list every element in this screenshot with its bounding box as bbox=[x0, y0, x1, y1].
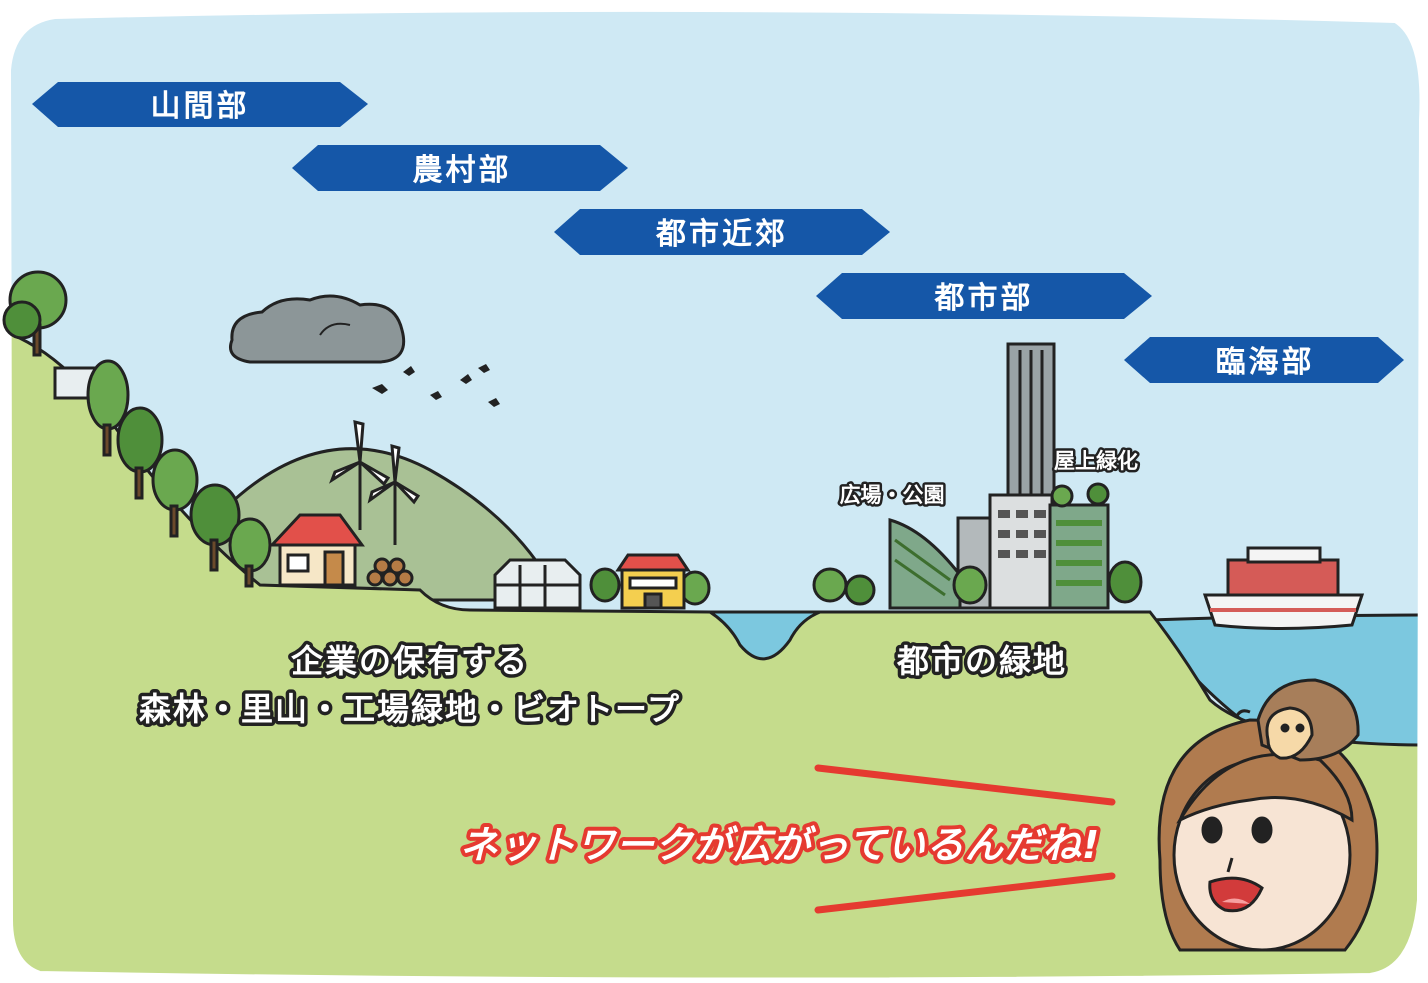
wind-turbine-icon bbox=[329, 420, 421, 545]
callout-text: ネットワークが広がっているんだね! bbox=[460, 823, 1100, 867]
suburban-building bbox=[589, 553, 711, 610]
zone-banner-coastal: 臨海部 bbox=[1124, 337, 1404, 383]
ship-icon bbox=[1202, 546, 1365, 630]
mountain-forest bbox=[2, 270, 272, 588]
greenhouse-icon bbox=[493, 558, 582, 610]
rooftop-greening-label: 屋上緑化 bbox=[1054, 449, 1138, 473]
zone-banner-urban: 都市部 bbox=[816, 273, 1152, 319]
skyscraper-icon bbox=[1006, 342, 1056, 506]
corporate-land-label-line1: 企業の保有する bbox=[291, 642, 529, 680]
urban-green-label: 都市の緑地 bbox=[896, 642, 1067, 680]
callout-line-bottom bbox=[814, 872, 1116, 914]
tree-icon bbox=[116, 406, 164, 474]
plaza-park-label: 広場・公園 bbox=[840, 483, 945, 507]
tree-icon bbox=[952, 565, 988, 605]
tree-icon bbox=[1050, 484, 1074, 508]
tree-icon bbox=[1086, 482, 1110, 506]
corporate-land-label-line2: 森林・里山・工場緑地・ビオトープ bbox=[139, 690, 681, 728]
tree-icon bbox=[589, 567, 621, 603]
frame-border bbox=[8, 9, 1422, 980]
zone-label-rural: 農村部 bbox=[413, 153, 512, 188]
girl-face-icon bbox=[1157, 718, 1379, 952]
tree-icon bbox=[228, 517, 272, 573]
hedgehog-icon bbox=[1234, 678, 1360, 762]
tree-icon bbox=[2, 300, 42, 340]
urban-buildings bbox=[812, 342, 1143, 610]
zone-label-mountain: 山間部 bbox=[151, 89, 250, 124]
callout-line-top bbox=[814, 764, 1116, 806]
tree-icon bbox=[844, 574, 876, 606]
tree-icon bbox=[151, 448, 199, 512]
zone-label-suburban: 都市近郊 bbox=[655, 217, 788, 252]
cloud-icon bbox=[229, 294, 406, 364]
house-icon bbox=[268, 513, 414, 587]
zone-label-coastal: 臨海部 bbox=[1216, 345, 1315, 380]
zone-banner-rural: 農村部 bbox=[292, 145, 628, 191]
tree-icon bbox=[812, 567, 848, 603]
zone-label-urban: 都市部 bbox=[934, 281, 1034, 316]
zone-banner-mountain: 山間部 bbox=[32, 82, 368, 127]
bird-icon bbox=[372, 364, 500, 407]
zone-banner-suburban: 都市近郊 bbox=[554, 209, 890, 255]
tree-icon bbox=[1107, 560, 1143, 604]
